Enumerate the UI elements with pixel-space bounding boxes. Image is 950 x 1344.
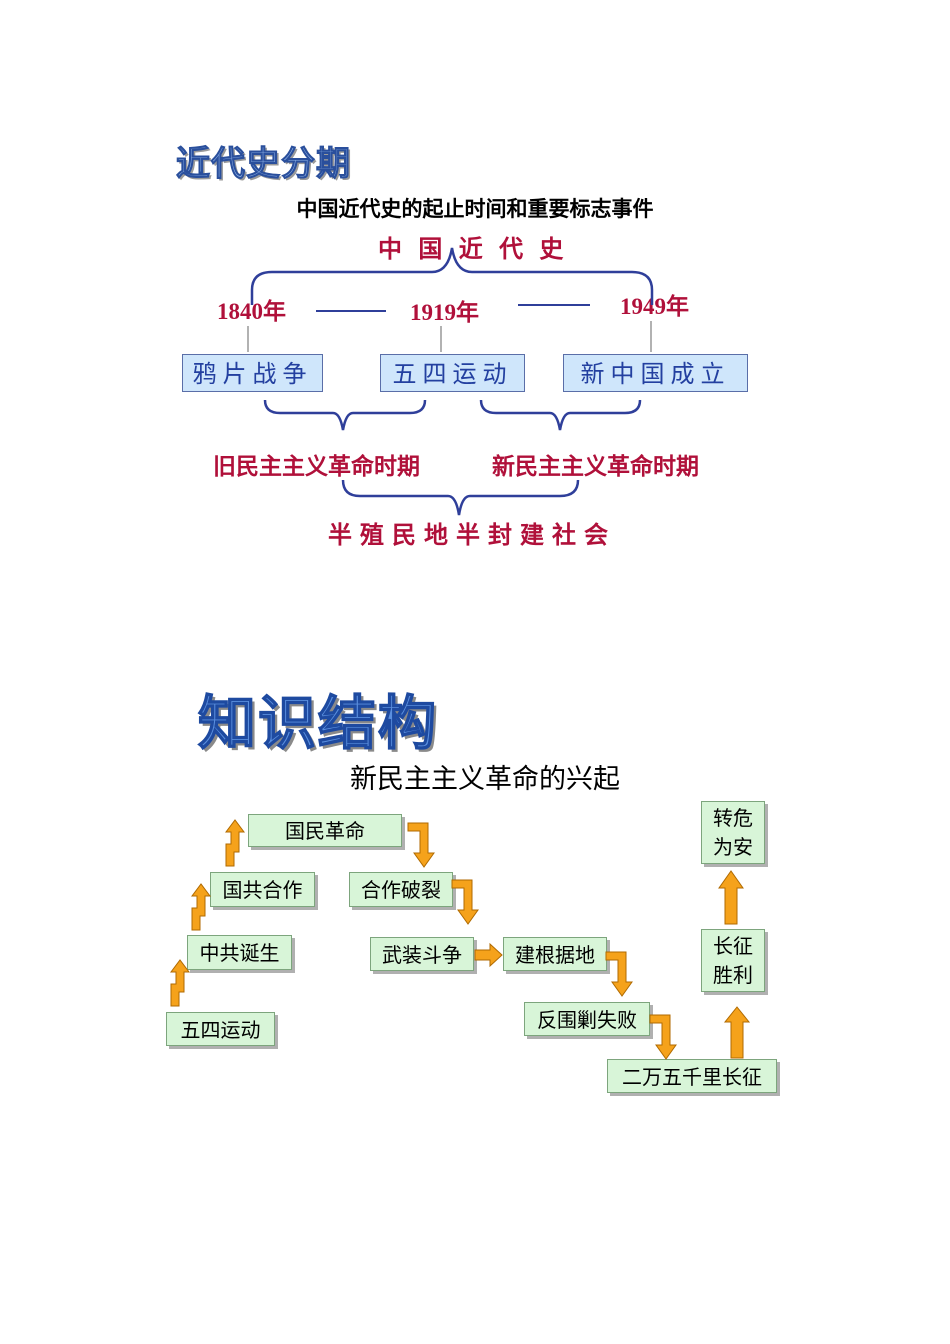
section1-heading: 近代史分期 xyxy=(176,144,351,185)
node-shengli-line1: 长征 xyxy=(713,934,753,958)
brace-old-period xyxy=(263,399,427,431)
node-zhuanwei: 转危 为安 xyxy=(701,801,765,864)
node-guomin: 国民革命 xyxy=(248,814,402,847)
node-changzheng: 二万五千里长征 xyxy=(607,1059,777,1093)
period-label: 中 国 近 代 史 xyxy=(378,235,568,263)
node-shengli-line2: 胜利 xyxy=(713,963,753,987)
node-fanweijiao: 反围剿失败 xyxy=(524,1002,650,1036)
year-1919: 1919年 xyxy=(410,300,479,325)
arrow-douzheng-to-genju xyxy=(474,942,503,968)
flow-title: 新民主主义革命的兴起 xyxy=(350,764,620,795)
event-opium-war: 鸦片战争 xyxy=(182,354,323,392)
node-genju: 建根据地 xyxy=(503,937,607,971)
arrow-shengli-to-zhuanwei xyxy=(718,870,744,925)
node-douzheng: 武装斗争 xyxy=(370,937,474,971)
node-shengli: 长征 胜利 xyxy=(701,929,765,992)
node-zhuanwei-line2: 为安 xyxy=(713,835,753,859)
section1-subtitle: 中国近代史的起止时间和重要标志事件 xyxy=(296,197,654,221)
arrow-fanweijiao-to-changzheng xyxy=(649,1014,677,1060)
stage-old-democratic: 旧民主主义革命时期 xyxy=(213,454,420,480)
node-wusi: 五四运动 xyxy=(166,1012,275,1046)
arrow-changzheng-to-shengli xyxy=(723,1006,751,1059)
arrow-guomin-to-polie xyxy=(407,822,435,868)
section2-heading: 知识结构 xyxy=(197,688,439,758)
arrow-polie-to-douzheng xyxy=(451,879,479,925)
year-1949: 1949年 xyxy=(620,294,689,319)
arrow-guogong-to-guomin xyxy=(225,819,245,867)
period-brace xyxy=(250,247,654,305)
node-guogong: 国共合作 xyxy=(210,872,315,907)
arrow-genju-to-fanweijiao xyxy=(605,951,633,997)
event-new-china: 新中国成立 xyxy=(563,354,748,392)
arrow-zhonggong-to-guogong xyxy=(191,883,211,931)
stage-new-democratic: 新民主主义革命时期 xyxy=(492,454,699,480)
event-may-fourth: 五四运动 xyxy=(380,354,525,392)
node-polie: 合作破裂 xyxy=(349,872,453,907)
node-zhonggong: 中共诞生 xyxy=(187,935,292,970)
arrow-wusi-to-zhonggong xyxy=(170,959,190,1007)
brace-new-period xyxy=(479,399,642,431)
brace-society xyxy=(341,479,580,516)
society-label: 半殖民地半封建社会 xyxy=(328,521,616,549)
node-zhuanwei-line1: 转危 xyxy=(713,806,753,830)
